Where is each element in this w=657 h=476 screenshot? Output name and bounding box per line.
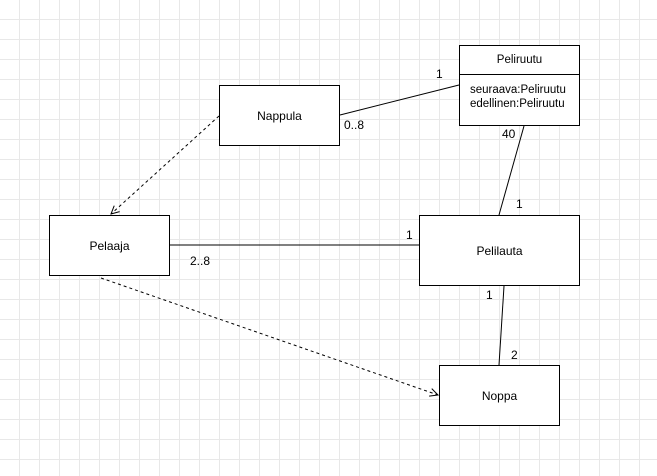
- multiplicity-noppa-to-pelilauta: 2: [511, 348, 518, 362]
- multiplicity-nappula-to-peliruutu: 0..8: [344, 118, 365, 132]
- association-nappula-peliruutu[interactable]: [339, 84, 460, 116]
- association-pelilauta-noppa[interactable]: [498, 285, 505, 366]
- multiplicity-pelilauta-to-peliruutu: 1: [516, 197, 523, 211]
- class-noppa[interactable]: Noppa: [439, 365, 560, 426]
- class-pelaaja-name: Pelaaja: [89, 238, 130, 253]
- class-peliruutu[interactable]: Peliruutu seuraava:Peliruutu edellinen:P…: [459, 45, 580, 126]
- multiplicity-pelaaja-to-pelilauta: 2..8: [190, 254, 211, 268]
- class-nappula[interactable]: Nappula: [219, 85, 340, 146]
- multiplicity-pelilauta-to-noppa: 1: [486, 288, 493, 302]
- class-pelilauta[interactable]: Pelilauta: [419, 215, 580, 286]
- class-pelilauta-name: Pelilauta: [476, 243, 523, 258]
- class-pelaaja[interactable]: Pelaaja: [49, 215, 170, 276]
- attribute-edellinen: edellinen:Peliruutu: [470, 98, 565, 110]
- attribute-seuraava: seuraava:Peliruutu: [470, 84, 566, 96]
- dependency-nappula-pelaaja[interactable]: [111, 115, 220, 214]
- multiplicity-pelilauta-to-pelaaja: 1: [406, 228, 413, 242]
- class-noppa-name: Noppa: [481, 388, 518, 403]
- dependency-pelaaja-noppa[interactable]: [100, 277, 438, 395]
- association-peliruutu-pelilauta[interactable]: [498, 125, 525, 216]
- multiplicity-peliruutu-to-nappula: 1: [436, 67, 443, 81]
- multiplicity-peliruutu-to-pelilauta: 40: [502, 127, 516, 141]
- class-nappula-name: Nappula: [257, 108, 302, 123]
- class-peliruutu-attributes: seuraava:Peliruutu edellinen:Peliruutu: [460, 75, 579, 111]
- class-peliruutu-name: Peliruutu: [460, 46, 579, 75]
